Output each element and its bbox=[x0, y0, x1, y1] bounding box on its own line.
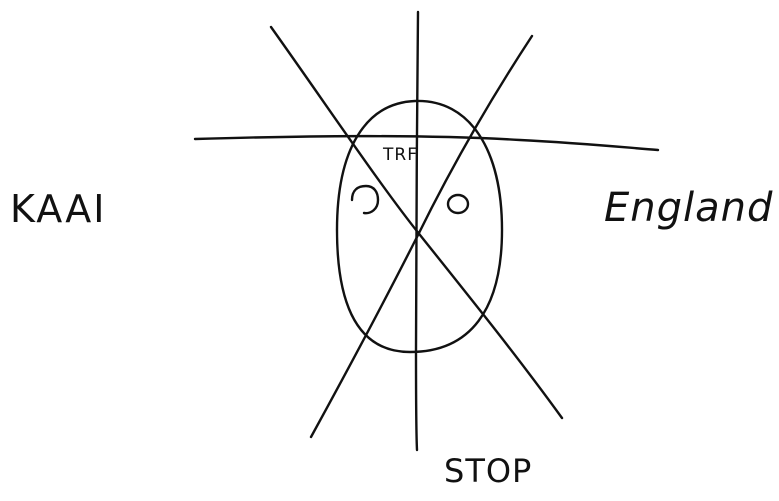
label-england: England bbox=[604, 188, 773, 228]
label-kaai: KAAI bbox=[10, 190, 107, 228]
horizontal-line bbox=[195, 136, 658, 150]
label-center-scribble: TRF bbox=[383, 147, 418, 164]
left-eye bbox=[352, 186, 378, 213]
right-eye bbox=[448, 195, 468, 213]
label-stop: STOP bbox=[444, 455, 532, 487]
